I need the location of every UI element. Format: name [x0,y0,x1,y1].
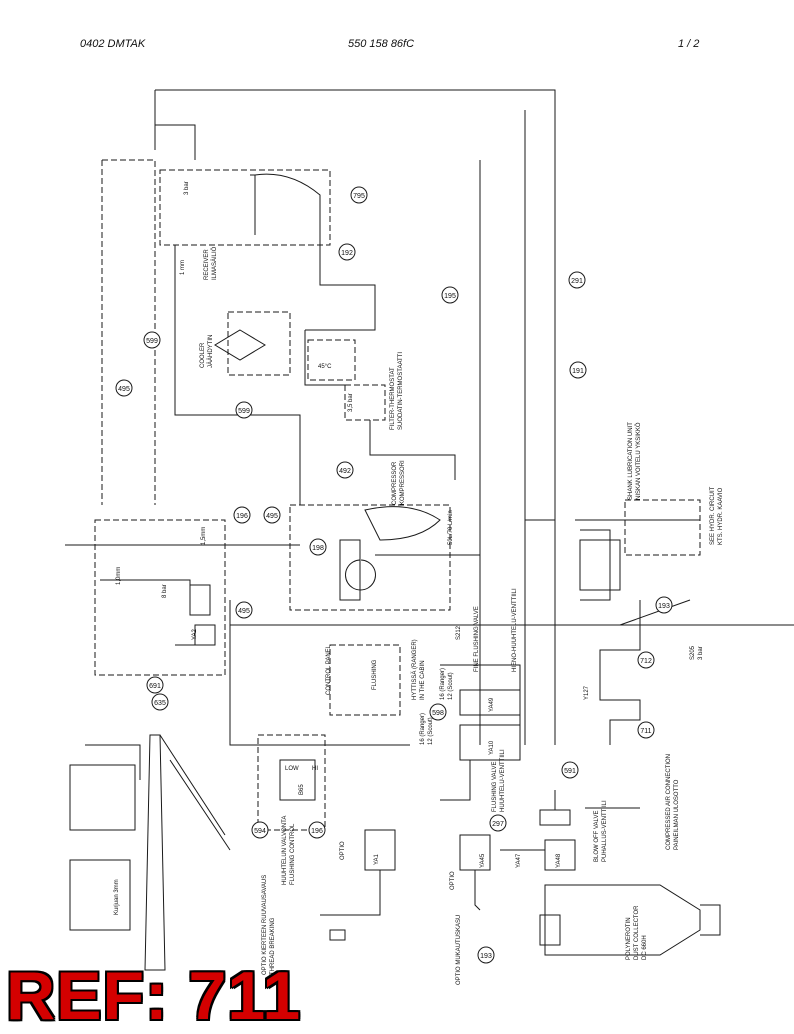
label-hydr-circuit-fi: KTS. HYDR. KAAVIO [718,487,724,545]
balloon-192: 192 [341,250,353,257]
label-3bar: 3 bar [184,181,190,195]
header-part-number: 550 158 86fC [348,38,415,50]
balloon-598: 598 [432,710,444,717]
label-opt-mukautuskasu: OPTIO MUKAUTUSKASU [456,915,462,985]
label-compressed-air-fi: PAINEILMAN ULOSOTTO [674,779,680,850]
label-kurjuan: Kurjuan 3mm [114,879,120,915]
balloon-193b: 193 [480,953,492,960]
main-air-line-top [155,89,556,745]
label-ya10: YA10 [489,740,495,755]
label-ranger-a: 16 (Ranger) [440,668,446,700]
cooler-box [227,311,291,376]
balloon-495b: 495 [266,513,278,520]
balloon-193: 193 [658,603,670,610]
balloon-196: 196 [236,513,248,520]
label-ya2: YA2 [192,628,198,640]
label-filter-thermostat: FILTER-THERMOSTAT [390,367,396,430]
label-hi: HI [312,766,318,772]
label-hydr-circuit: SEE HYDR. CIRCUIT [710,486,716,545]
label-cooler: COOLER [200,342,206,368]
balloon-191: 191 [572,368,584,375]
label-ya1: YA1 [374,853,380,865]
compressor-box [289,504,451,611]
label-blow-off: BLOW OFF VALVE [594,811,600,862]
label-scout-b: 12 (Scout) [428,717,434,745]
label-thread-breaking-en: THREAD BREAKING [270,917,276,975]
label-control-panel: CONTROL PANEL [326,644,332,695]
label-cooler-fi: JÄÄHDYTIN [207,335,214,368]
label-scout-a: 12 (Scout) [448,672,454,700]
header-left: 0402 DMTAK [80,38,146,50]
label-compressed-air: COMPRESSED AIR CONNECTION [666,754,672,850]
label-fine-flushing-fi: HIENO-HUUHTELU-VENTTIILI [512,588,518,672]
balloon-635: 635 [154,700,166,707]
label-35bar: 3,5 bar [348,393,354,412]
label-shank-lub: SHANK LUBRICATION UNIT [628,422,634,500]
balloon-599: 599 [146,338,158,345]
balloon-291: 291 [571,278,583,285]
label-ya45: YA45 [480,853,486,868]
label-ya48: YA48 [556,853,562,868]
label-blow-off-fi: PUHALLUS-VENTTIILI [602,800,608,862]
label-ya49: YA49 [489,697,495,712]
balloon-691: 691 [149,683,161,690]
label-optio-b: OPTIO [450,871,456,890]
label-in-cabin: IN THE CABIN [420,660,426,700]
label-thread-breaking: OPTIO KIERTEEN RUUVAUSAVAUS [262,875,268,975]
label-ya47: YA47 [516,853,522,868]
valve-block [94,519,226,676]
balloon-495c: 495 [238,608,250,615]
label-10mm: 1,0mm [116,567,122,585]
label-flushing-control-en: FLUSHING CONTROL [290,823,296,885]
label-15mm: 1,5mm [201,527,207,545]
dust-collector-body [544,884,701,956]
label-s212: S212 [456,625,462,640]
receiver-box [159,169,331,246]
balloon-195: 195 [444,293,456,300]
label-low: LOW [285,766,299,772]
label-ranger-b: 16 (Ranger) [420,713,426,745]
balloon-599b: 599 [238,408,250,415]
control-panel-box [329,644,401,716]
label-dust-collector-model: DC 660H [642,935,648,960]
balloon-591: 591 [564,768,576,775]
balloon-297: 297 [492,821,504,828]
balloon-594: 594 [254,828,266,835]
label-compressor-fi: KOMPRESSORI [400,460,406,505]
label-flushing-valve-fi: HUUHTELU-VENTTIILI [500,749,506,812]
label-y127: Y127 [584,685,590,700]
label-compressor: COMPRESSOR [392,461,398,505]
balloon-492: 492 [339,468,351,475]
label-b65: B65 [299,784,305,795]
label-3bar-b: 3 bar [698,646,704,660]
label-flushing-valve: FLUSHING VALVE [492,762,498,812]
reference-label: REF: 711 [6,958,302,1034]
header-page-number: 1 / 2 [678,38,700,50]
label-1mm: 1 mm [180,260,186,275]
balloon-196b: 196 [311,828,323,835]
label-receiver: RECEIVER [204,249,210,280]
balloon-495: 495 [118,386,130,393]
label-shank-lub-fi: NISKAN VOITELU YKSIKKÖ [635,422,642,500]
label-temp: 45°C [318,364,332,370]
label-8bar: 8 bar [162,584,168,598]
balloon-712: 712 [640,658,652,665]
label-hyttissa: HYTTISSÄ (RANGER) [411,639,418,700]
drill-rig-outline [69,764,136,831]
balloon-198: 198 [312,545,324,552]
label-dust-collector: POLYNEROTIN [626,917,632,960]
label-s205: S205 [690,645,696,660]
label-flow: 50L/70 L/min [448,510,454,545]
label-filter-thermostat-fi: SUODATIN-TERMOSTAATTI [398,352,404,430]
label-fine-flushing: FINE FLUSHING VALVE [474,606,480,672]
label-optio-a: OPTIO [340,841,346,860]
balloon-711: 711 [640,728,651,735]
label-receiver-fi: ILMASÄILIÖ [211,246,218,280]
label-flushing: FLUSHING [372,659,378,690]
balloon-795: 795 [353,193,365,200]
label-dust-collector-en: DUST COLLECTOR [634,905,640,960]
label-flushing-control: HUUHTELUN VALVONTA [282,816,288,885]
